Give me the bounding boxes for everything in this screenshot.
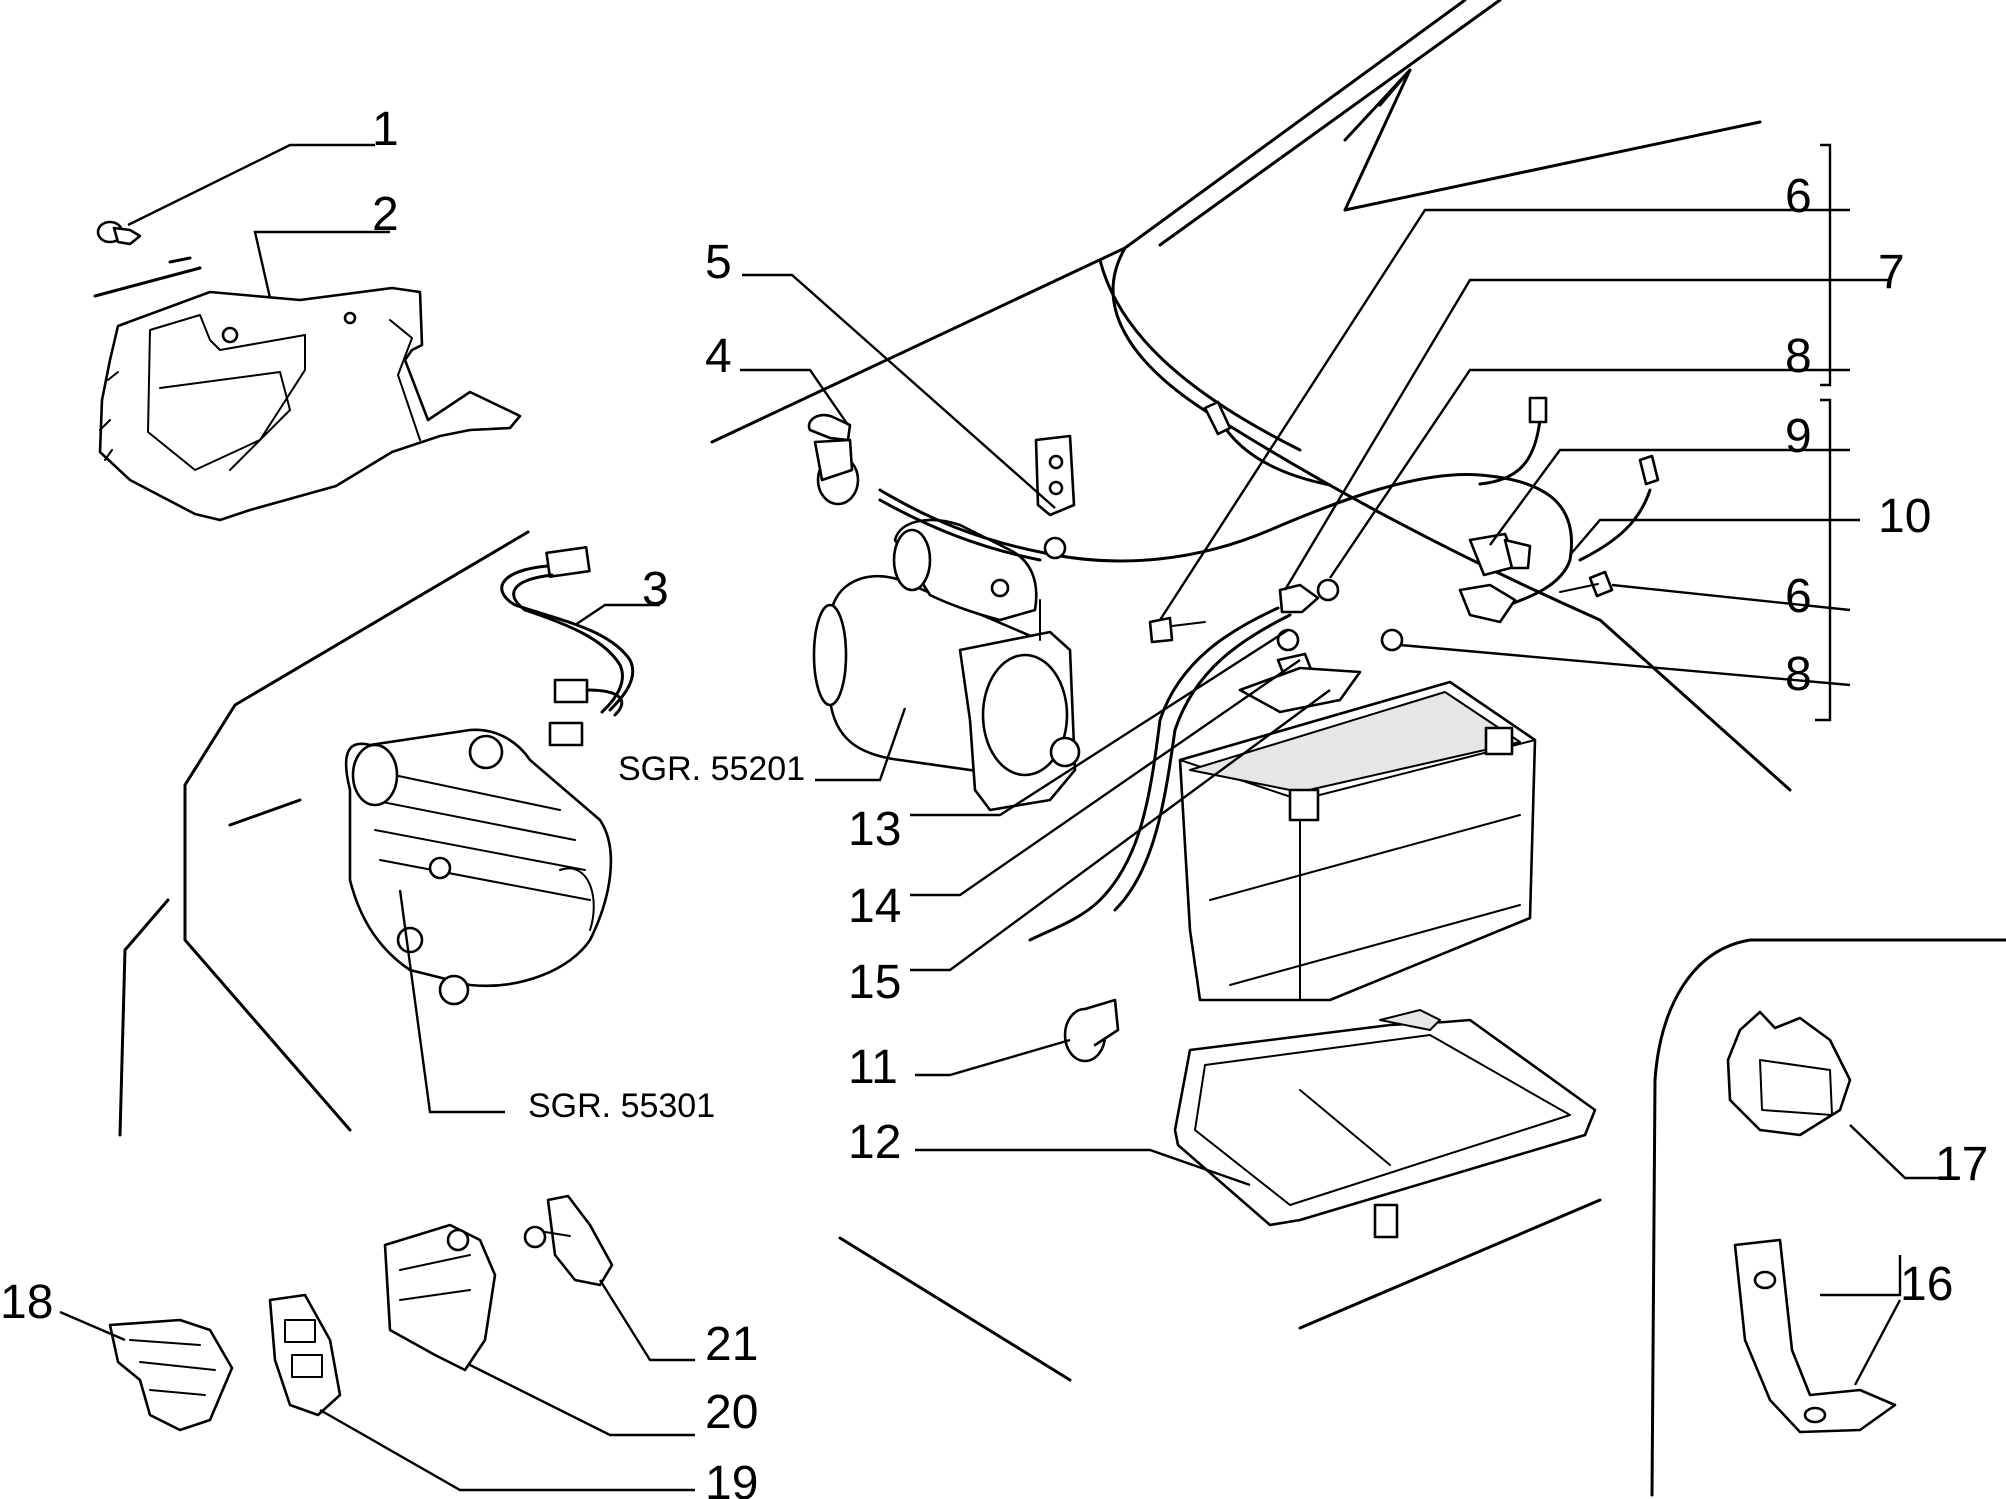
callout-18: 18 <box>0 1276 53 1329</box>
callout-17: 17 <box>1935 1138 1988 1191</box>
callout-3: 3 <box>642 563 669 616</box>
part-17-clip <box>1726 1010 1852 1137</box>
part-2-cover <box>98 286 522 522</box>
alternator-reference-label: SGR. 55301 <box>528 1087 715 1125</box>
leader-lines <box>59 143 1960 1492</box>
callout-labels: 1 2 3 4 5 6 7 8 9 10 6 8 11 12 13 14 15 … <box>0 103 1988 1499</box>
callout-12: 12 <box>848 1116 901 1169</box>
callout-9: 9 <box>1785 410 1812 463</box>
part-8-nut-right <box>1380 628 1404 652</box>
part-11-cap <box>1063 998 1120 1063</box>
part-13-washer <box>1276 628 1300 652</box>
part-19-connector <box>268 1293 342 1417</box>
battery-cables <box>878 396 1660 942</box>
part-8-nut-top <box>1316 578 1340 602</box>
part-3-harness <box>500 546 635 747</box>
callout-8-top: 8 <box>1785 330 1812 383</box>
part-7-clamp <box>1278 583 1320 614</box>
part-12-tray <box>1173 1009 1597 1239</box>
part-4-grommet <box>807 413 860 506</box>
part-1-screw <box>96 220 142 246</box>
starter-reference-label: SGR. 55201 <box>618 750 805 788</box>
callout-10: 10 <box>1878 490 1931 543</box>
battery <box>1178 680 1537 1002</box>
part-6-screw-left <box>1148 616 1206 644</box>
part-16-bracket <box>1733 1238 1897 1434</box>
part-21-clamp <box>523 1194 614 1287</box>
callout-5: 5 <box>705 236 732 289</box>
callout-13: 13 <box>848 803 901 856</box>
callout-16: 16 <box>1900 1258 1953 1311</box>
callout-7: 7 <box>1878 246 1905 299</box>
part-18-fuse-holder <box>108 1318 234 1432</box>
callout-21: 21 <box>705 1318 758 1371</box>
part-20-relay <box>383 1223 497 1372</box>
part-9-terminal <box>1458 532 1532 624</box>
callout-19: 19 <box>705 1457 758 1499</box>
part-6-screw-right <box>1559 570 1614 598</box>
alternator <box>344 728 613 1006</box>
vehicle-body-outline <box>93 0 2006 1497</box>
callout-8-bottom: 8 <box>1785 648 1812 701</box>
callout-14: 14 <box>848 880 901 933</box>
callout-2: 2 <box>372 188 399 241</box>
part-15-cover <box>1238 666 1362 714</box>
callout-15: 15 <box>848 956 901 1009</box>
callout-11: 11 <box>848 1041 898 1094</box>
group-reference-labels: SGR. 55201 SGR. 55301 <box>528 750 805 1125</box>
callout-20: 20 <box>705 1386 758 1439</box>
callout-4: 4 <box>705 330 732 383</box>
starter-motor <box>812 518 1081 812</box>
callout-6-bottom: 6 <box>1785 570 1812 623</box>
callout-1: 1 <box>372 103 399 156</box>
callout-6-top: 6 <box>1785 170 1812 223</box>
